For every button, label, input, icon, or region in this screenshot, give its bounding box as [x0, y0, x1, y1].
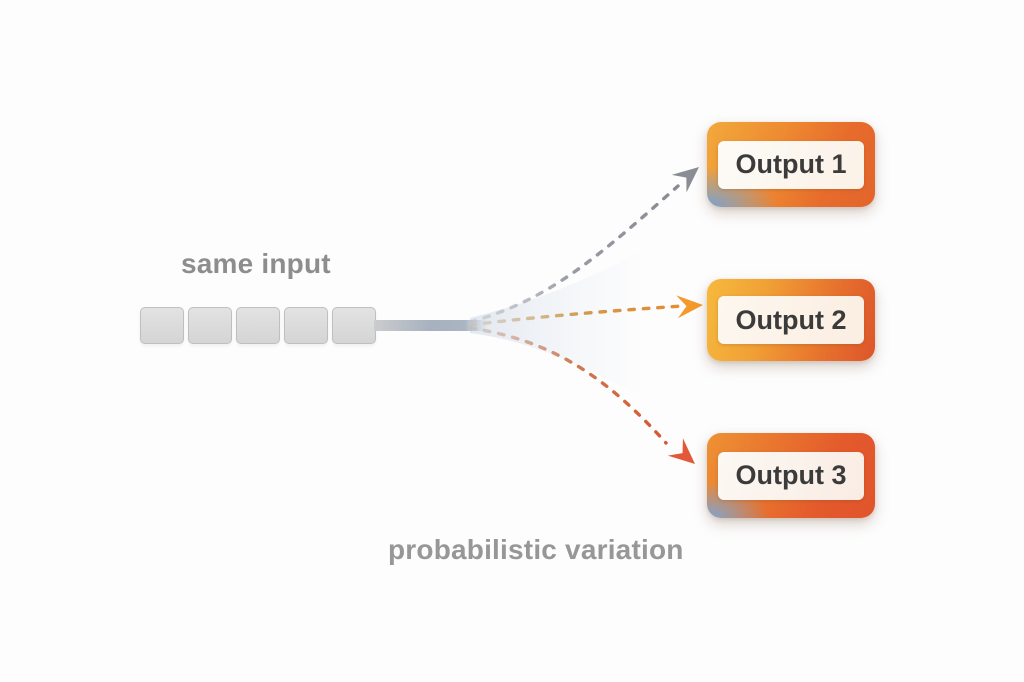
- arrow-to-output-2-head-icon: [676, 295, 703, 319]
- arrow-to-output-1-head-icon: [671, 167, 699, 193]
- arrow-to-output-1-line: [468, 184, 680, 324]
- arrow-to-output-3-head-icon: [667, 438, 695, 464]
- flow-trunk: [374, 320, 488, 331]
- divergence-haze: [470, 252, 640, 395]
- input-tokens: [140, 307, 376, 344]
- arrow-to-output-3-line: [468, 326, 668, 445]
- output-3-label: Output 3: [718, 451, 864, 500]
- input-token: [332, 307, 376, 344]
- output-1-box: Output 1: [707, 122, 875, 207]
- input-token: [140, 307, 184, 344]
- input-token: [236, 307, 280, 344]
- output-2-label: Output 2: [718, 296, 864, 344]
- input-token: [284, 307, 328, 344]
- arrow-to-output-2-line: [468, 304, 684, 327]
- same-input-label: same input: [181, 248, 331, 279]
- input-token: [188, 307, 232, 344]
- output-3-box: Output 3: [707, 433, 875, 518]
- output-2-box: Output 2: [707, 279, 875, 361]
- output-1-label: Output 1: [718, 140, 864, 189]
- probabilistic-variation-label: probabilistic variation: [388, 534, 684, 565]
